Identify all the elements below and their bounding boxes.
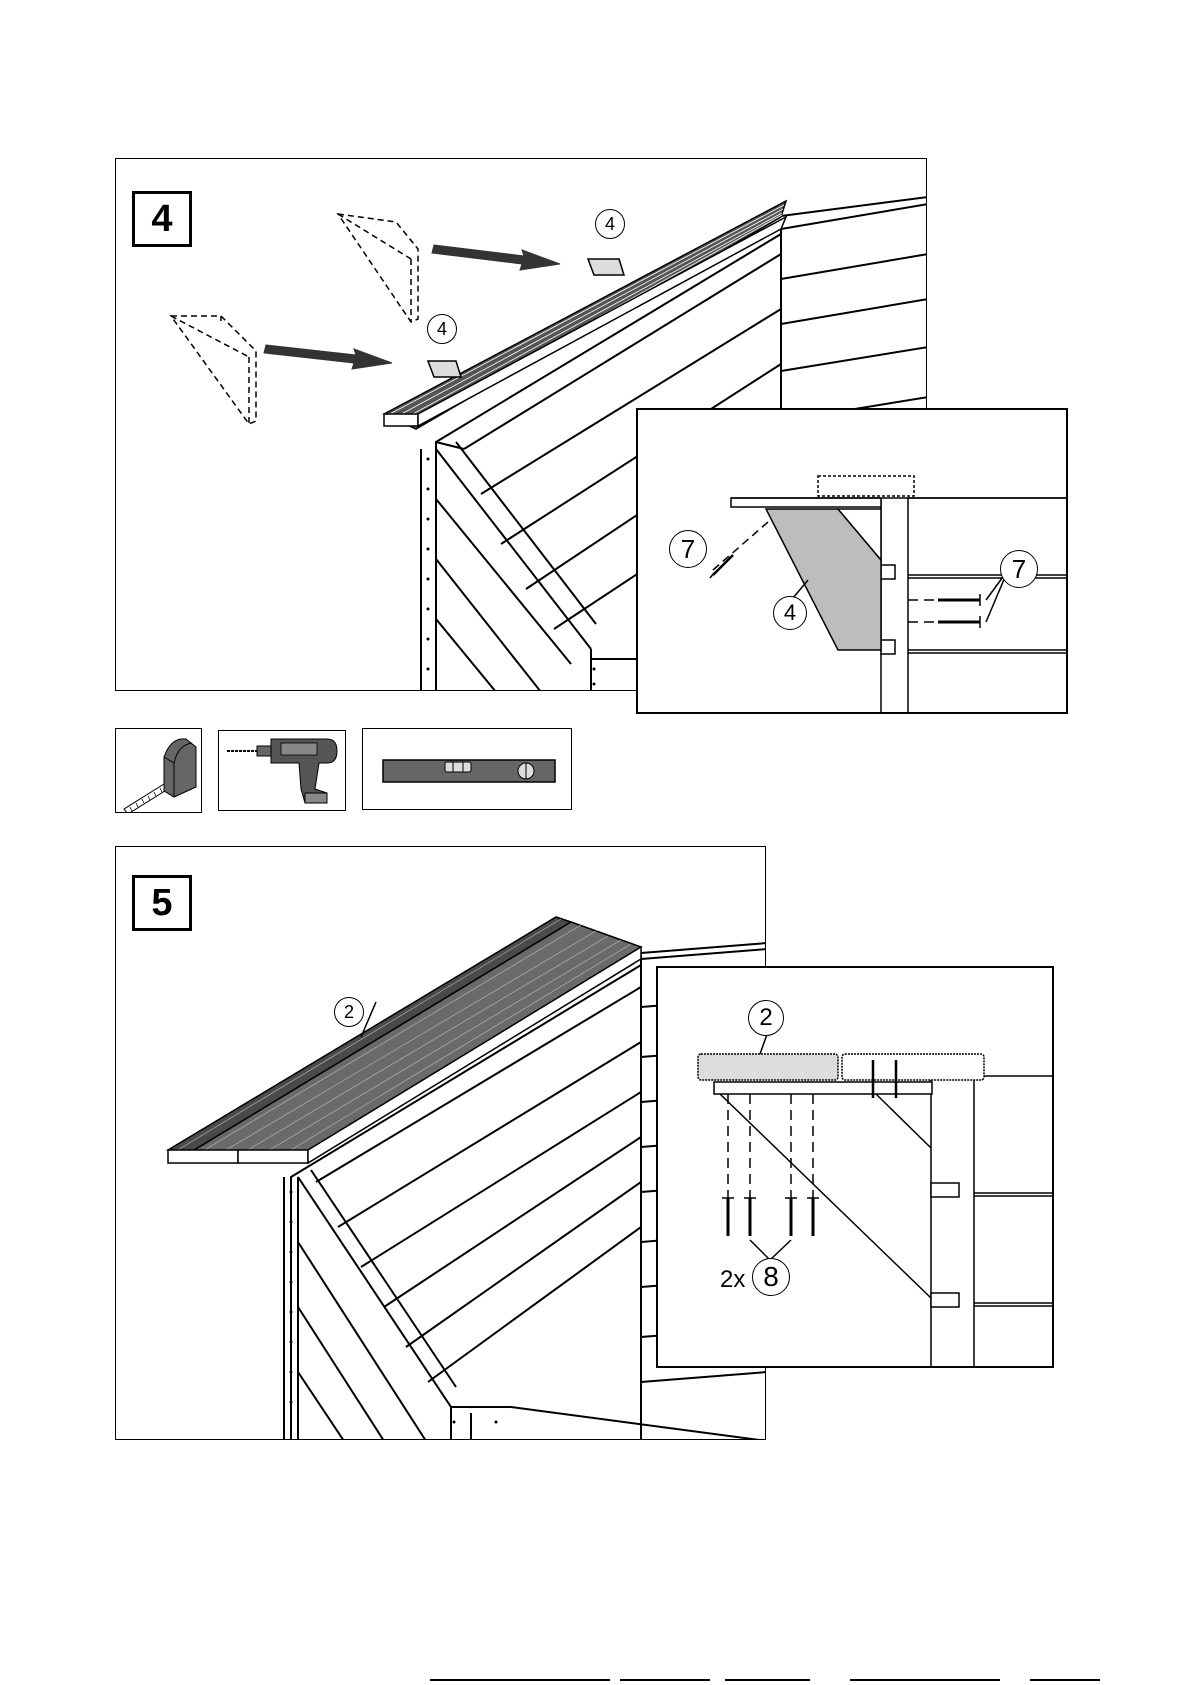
part-callout: 4 bbox=[427, 314, 457, 344]
part-callout: 7 bbox=[669, 530, 707, 568]
step-5-detail-inset: 2 2x 8 bbox=[656, 966, 1054, 1368]
tool-drill bbox=[218, 730, 346, 811]
page-bottom-edge-marks bbox=[0, 1679, 1192, 1682]
part-callout: 2 bbox=[748, 1000, 784, 1036]
screw-quantity-label: 2x bbox=[720, 1266, 745, 1294]
step-5-number-box: 5 bbox=[132, 875, 192, 931]
step-4-detail-inset: 7 4 7 bbox=[636, 408, 1068, 714]
step-5-detail-illustration bbox=[658, 968, 1054, 1368]
drill-icon bbox=[219, 731, 346, 811]
part-callout: 2 bbox=[334, 997, 364, 1027]
step-4-number-box: 4 bbox=[132, 191, 192, 247]
tape-measure-icon bbox=[116, 729, 202, 813]
tool-tape-measure bbox=[115, 728, 202, 813]
part-callout: 8 bbox=[752, 1258, 790, 1296]
part-callout: 7 bbox=[1000, 550, 1038, 588]
part-callout: 4 bbox=[595, 209, 625, 239]
tool-spirit-level bbox=[362, 728, 572, 810]
spirit-level-icon bbox=[363, 729, 572, 810]
part-callout: 4 bbox=[773, 596, 807, 630]
